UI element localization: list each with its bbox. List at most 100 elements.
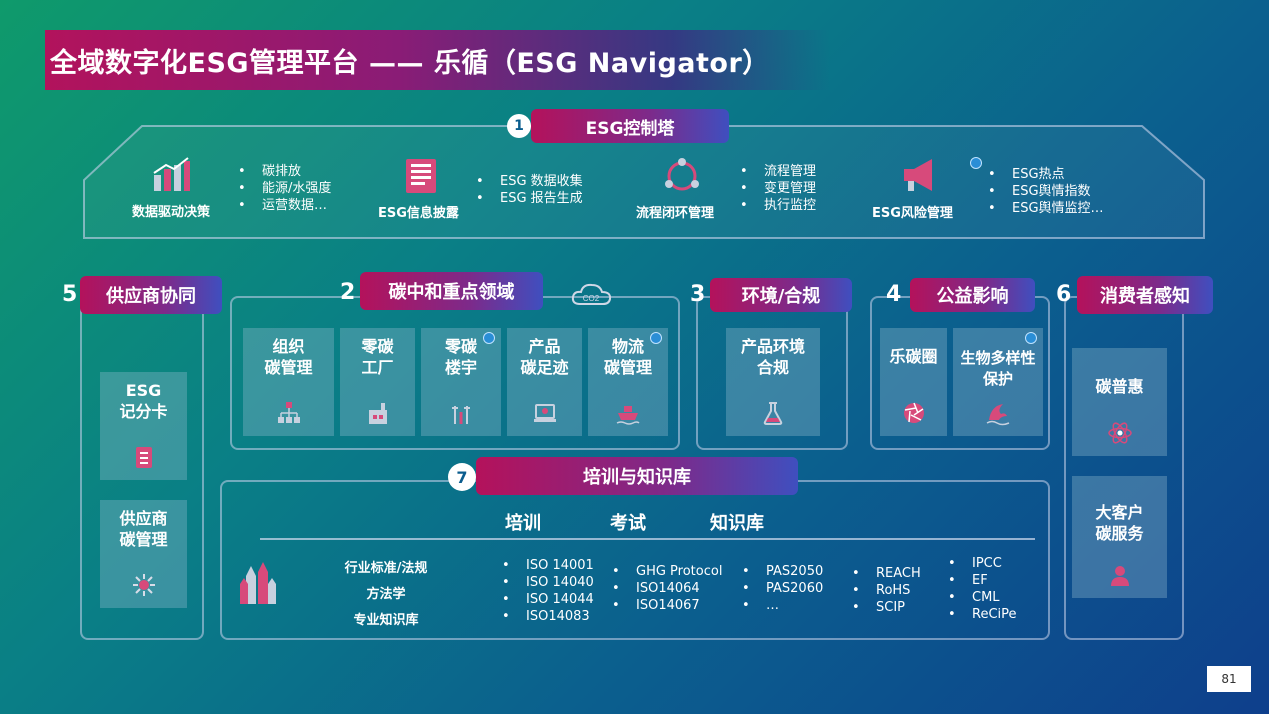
tile-logistics-carbon[interactable]: 物流 碳管理 bbox=[588, 328, 668, 436]
ship-icon bbox=[616, 406, 640, 425]
bar-chart-icon bbox=[153, 157, 190, 191]
cycle-icon bbox=[665, 158, 699, 191]
bullet-item: 变更管理 bbox=[736, 180, 816, 197]
tab-training[interactable]: 培训 bbox=[505, 513, 541, 534]
tile-product-compliance[interactable]: 产品环境 合规 bbox=[726, 328, 820, 436]
tile-product-footprint[interactable]: 产品 碳足迹 bbox=[507, 328, 582, 436]
standard-item[interactable]: ISO14067 bbox=[608, 597, 722, 614]
tile-label: 零碳 楼宇 bbox=[444, 337, 477, 377]
bullet-item: 运营数据… bbox=[234, 197, 331, 214]
standard-item[interactable]: CML bbox=[944, 589, 1017, 606]
section-number-3: 3 bbox=[690, 282, 706, 307]
tile-supplier-carbon[interactable]: 供应商 碳管理 bbox=[100, 500, 187, 608]
standard-item[interactable]: ISO14083 bbox=[498, 608, 594, 625]
building-icon bbox=[452, 406, 470, 424]
category-professional-kb[interactable]: 专业知识库 bbox=[353, 613, 419, 628]
control-item-bullets: ESG热点 ESG舆情指数 ESG舆情监控… bbox=[984, 166, 1104, 217]
bullet-item: 流程管理 bbox=[736, 163, 816, 180]
page-title: 全域数字化ESG管理平台 —— 乐循（ESG Navigator） bbox=[50, 47, 770, 79]
tile-label: 生物多样性 保护 bbox=[960, 349, 1036, 388]
control-item-label: ESG风险管理 bbox=[872, 206, 953, 221]
ai-badge-icon bbox=[970, 157, 982, 169]
aperture-icon bbox=[903, 402, 924, 423]
section-number-4: 4 bbox=[886, 282, 902, 307]
supplier-title[interactable]: 供应商协同 bbox=[80, 276, 222, 314]
ai-badge-icon bbox=[650, 332, 662, 344]
environment-title[interactable]: 环境/合规 bbox=[710, 278, 852, 312]
control-item-bullets: 流程管理 变更管理 执行监控 bbox=[736, 163, 816, 214]
tile-label: 物流 碳管理 bbox=[603, 337, 652, 377]
section-number-6: 6 bbox=[1056, 282, 1072, 307]
tile-label: 组织 碳管理 bbox=[264, 337, 313, 377]
standard-item[interactable]: … bbox=[738, 597, 823, 614]
control-item-risk[interactable]: ESG风险管理 ESG热点 ESG舆情指数 ESG舆情监控… bbox=[872, 155, 1132, 225]
tile-zero-carbon-factory[interactable]: 零碳 工厂 bbox=[340, 328, 415, 436]
tile-carbon-inclusive[interactable]: 碳普惠 bbox=[1072, 348, 1167, 456]
tab-exam[interactable]: 考试 bbox=[610, 513, 646, 534]
training-categories: 行业标准/法规 方法学 专业知识库 bbox=[340, 556, 432, 634]
control-tower-title[interactable]: ESG控制塔 bbox=[531, 109, 729, 143]
bullet-item: 碳排放 bbox=[234, 163, 331, 180]
tile-lecarbon-circle[interactable]: 乐碳圈 bbox=[880, 328, 947, 436]
standard-item[interactable]: EF bbox=[944, 572, 1017, 589]
rockets-icon bbox=[240, 562, 276, 604]
org-chart-icon bbox=[277, 402, 300, 423]
standard-item[interactable]: ISO 14040 bbox=[498, 574, 594, 591]
control-item-process[interactable]: 流程闭环管理 流程管理 变更管理 执行监控 bbox=[636, 155, 856, 225]
tile-label: 乐碳圈 bbox=[889, 347, 938, 366]
standard-item[interactable]: ISO 14044 bbox=[498, 591, 594, 608]
ai-badge-icon bbox=[1025, 332, 1037, 344]
standard-item[interactable]: PAS2050 bbox=[738, 563, 823, 580]
section-number-1: 1 bbox=[507, 114, 531, 138]
bullet-item: ESG热点 bbox=[984, 166, 1104, 183]
standard-item[interactable]: IPCC bbox=[944, 555, 1017, 572]
carbon-title[interactable]: 碳中和重点领域 bbox=[360, 272, 543, 310]
tile-biodiversity[interactable]: 生物多样性 保护 bbox=[953, 328, 1043, 436]
tab-knowledge-base[interactable]: 知识库 bbox=[710, 513, 764, 534]
control-item-label: 流程闭环管理 bbox=[636, 206, 715, 221]
standard-item[interactable]: ISO14064 bbox=[608, 580, 722, 597]
standards-column-5: IPCC EF CML ReCiPe bbox=[944, 555, 1017, 623]
tile-zero-carbon-building[interactable]: 零碳 楼宇 bbox=[421, 328, 501, 436]
cloud-co2-icon: CO2 bbox=[571, 283, 612, 305]
section-number-7: 7 bbox=[448, 463, 476, 491]
tile-key-account-carbon[interactable]: 大客户 碳服务 bbox=[1072, 476, 1167, 598]
tile-label: 产品 碳足迹 bbox=[520, 337, 569, 377]
network-icon bbox=[132, 574, 155, 596]
control-item-bullets: 碳排放 能源/水强度 运营数据… bbox=[234, 163, 331, 214]
section-number-2: 2 bbox=[340, 280, 356, 305]
standard-item[interactable]: RoHS bbox=[848, 582, 921, 599]
tile-org-carbon[interactable]: 组织 碳管理 bbox=[243, 328, 334, 436]
category-standards[interactable]: 行业标准/法规 bbox=[344, 561, 428, 576]
factory-icon bbox=[368, 403, 387, 424]
laptop-icon bbox=[533, 404, 556, 422]
standard-item[interactable]: PAS2060 bbox=[738, 580, 823, 597]
consumer-title[interactable]: 消费者感知 bbox=[1077, 276, 1213, 314]
public-welfare-title[interactable]: 公益影响 bbox=[910, 278, 1035, 312]
standard-item[interactable]: ReCiPe bbox=[944, 606, 1017, 623]
standards-column-1: ISO 14001 ISO 14040 ISO 14044 ISO14083 bbox=[498, 557, 594, 625]
standard-item[interactable]: REACH bbox=[848, 565, 921, 582]
control-item-disclosure[interactable]: ESG信息披露 ESG 数据收集 ESG 报告生成 bbox=[378, 155, 618, 225]
section-number-5: 5 bbox=[62, 282, 78, 307]
control-item-data-decision[interactable]: 数据驱动决策 碳排放 能源/水强度 运营数据… bbox=[132, 155, 362, 225]
standard-item[interactable]: SCIP bbox=[848, 599, 921, 616]
standard-item[interactable]: ISO 14001 bbox=[498, 557, 594, 574]
tile-label: 产品环境 合规 bbox=[740, 337, 805, 377]
tile-esg-scorecard[interactable]: ESG 记分卡 bbox=[100, 372, 187, 480]
tabs-divider bbox=[260, 538, 1035, 540]
tile-label: 供应商 碳管理 bbox=[119, 509, 168, 549]
wave-icon bbox=[986, 404, 1010, 426]
scorecard-icon bbox=[135, 447, 152, 468]
control-item-label: ESG信息披露 bbox=[378, 206, 459, 221]
standards-column-3: PAS2050 PAS2060 … bbox=[738, 563, 823, 614]
standard-item[interactable]: GHG Protocol bbox=[608, 563, 722, 580]
control-item-label: 数据驱动决策 bbox=[132, 205, 211, 220]
page-number: 81 bbox=[1207, 666, 1251, 692]
tile-label: 碳普惠 bbox=[1095, 377, 1144, 396]
tile-label: 零碳 工厂 bbox=[361, 337, 394, 377]
bullet-item: 执行监控 bbox=[736, 197, 816, 214]
ai-badge-icon bbox=[483, 332, 495, 344]
category-methodology[interactable]: 方法学 bbox=[366, 587, 406, 602]
training-title[interactable]: 培训与知识库 bbox=[476, 457, 798, 495]
